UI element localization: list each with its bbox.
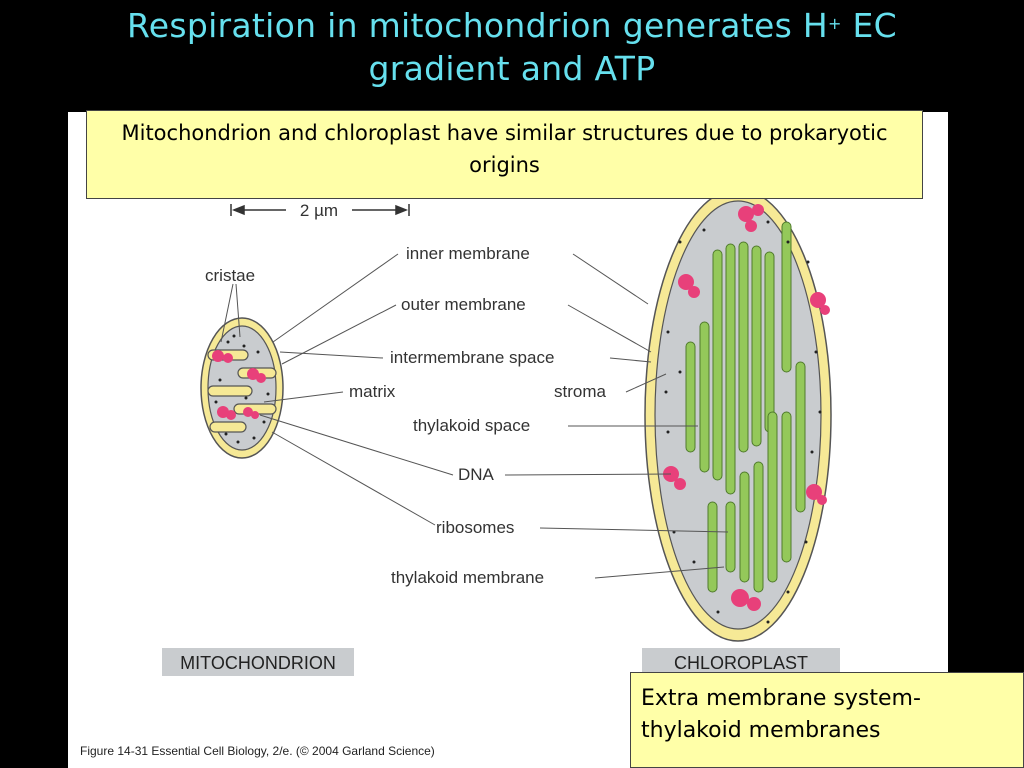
label-thylakoid-membrane: thylakoid membrane xyxy=(391,568,544,587)
label-outer-membrane: outer membrane xyxy=(401,295,526,314)
figure-panel: 2 µm cr xyxy=(68,112,948,768)
leader-lines xyxy=(220,253,729,579)
chloroplast-drawing xyxy=(644,188,832,642)
label-ribosomes: ribosomes xyxy=(436,518,514,537)
slide-title: Respiration in mitochondrion generates H… xyxy=(0,4,1024,90)
label-matrix: matrix xyxy=(349,382,396,401)
title-text-a: Respiration in mitochondrion generates H xyxy=(126,6,828,45)
scale-bar-label: 2 µm xyxy=(300,201,338,220)
scale-bar xyxy=(230,204,410,216)
caption-mitochondrion: MITOCHONDRION xyxy=(180,653,336,673)
callout-similar-structures: Mitochondrion and chloroplast have simil… xyxy=(86,110,923,199)
title-text-b: EC xyxy=(841,6,898,45)
label-inner-membrane: inner membrane xyxy=(406,244,530,263)
title-line-2: gradient and ATP xyxy=(368,49,656,88)
caption-chloroplast: CHLOROPLAST xyxy=(674,653,808,673)
caption-box-mitochondrion xyxy=(162,648,354,676)
label-dna: DNA xyxy=(458,465,495,484)
organelle-diagram: 2 µm cr xyxy=(80,188,840,758)
title-line-1: Respiration in mitochondrion generates H… xyxy=(0,4,1024,47)
mitochondrion-drawing xyxy=(200,317,284,459)
label-stroma: stroma xyxy=(554,382,607,401)
label-thylakoid-space: thylakoid space xyxy=(413,416,530,435)
label-cristae: cristae xyxy=(205,266,255,285)
caption-box-chloroplast xyxy=(642,648,840,676)
title-superscript: + xyxy=(828,14,842,33)
label-intermembrane-space: intermembrane space xyxy=(390,348,554,367)
figure-credit: Figure 14-31 Essential Cell Biology, 2/e… xyxy=(80,744,435,758)
callout-thylakoid-membranes: Extra membrane system- thylakoid membran… xyxy=(630,672,1024,768)
